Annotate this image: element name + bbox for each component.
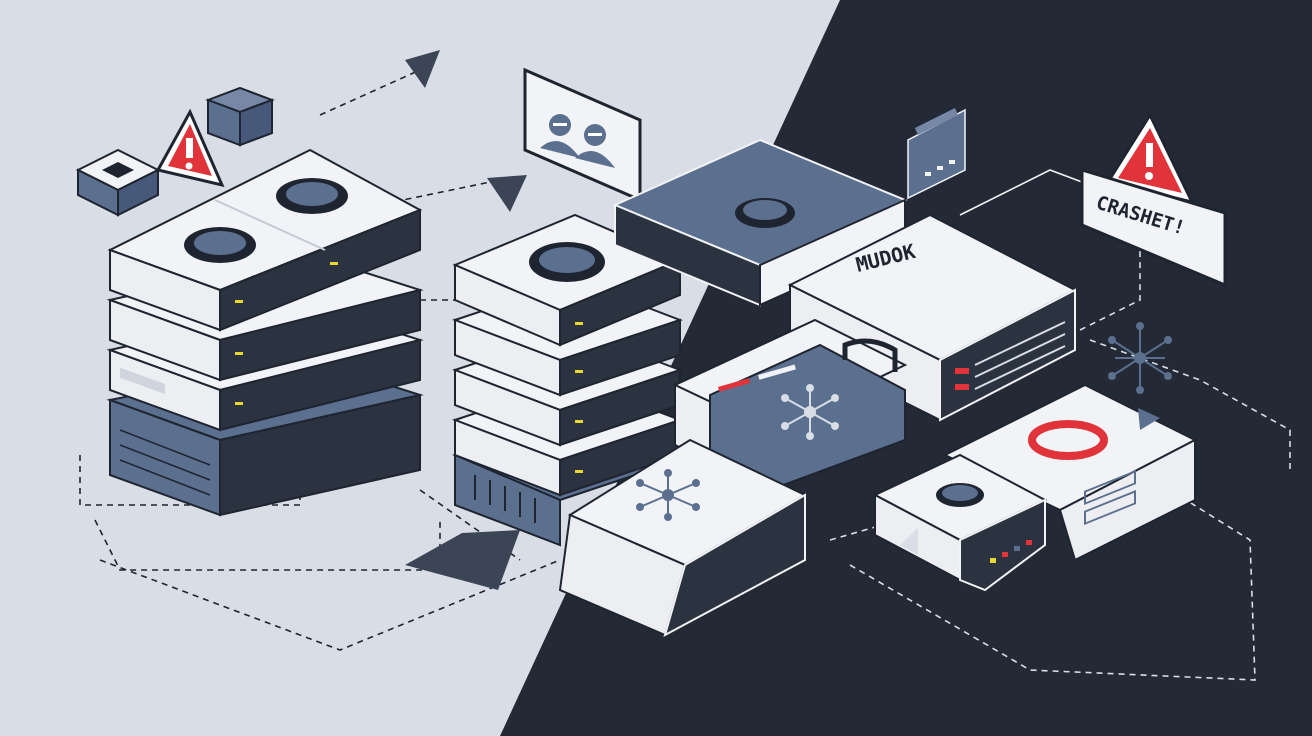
arrow-head-bottom — [405, 530, 520, 590]
device-mudok: MUDOK — [787, 213, 1078, 422]
arrow-head-mid — [487, 175, 527, 212]
network-node-icon — [636, 469, 700, 521]
network-node-icon — [1108, 322, 1172, 394]
server-stack-middle — [452, 213, 683, 547]
server-stack-left — [106, 148, 424, 517]
warning-triangle-icon — [155, 108, 225, 188]
floating-panel-icon — [907, 108, 966, 200]
alert-ring-icon — [1028, 420, 1108, 460]
connector-lines-right — [959, 169, 1091, 216]
arrow-head-right-bottom — [900, 528, 918, 555]
device-front-left — [558, 438, 808, 637]
device-top-back — [612, 138, 908, 307]
crash-sign: CRASHET! — [1080, 167, 1227, 288]
arrow-head-top — [405, 50, 440, 88]
users-icon — [523, 67, 642, 203]
server-unit-top — [107, 148, 423, 332]
network-node-icon — [781, 384, 839, 440]
device-front-right — [942, 383, 1198, 562]
arrow-head-right — [1138, 408, 1160, 430]
floating-cube-slate — [205, 86, 275, 147]
warning-triangle-icon-right — [1105, 111, 1195, 205]
device-network-case — [672, 318, 908, 492]
